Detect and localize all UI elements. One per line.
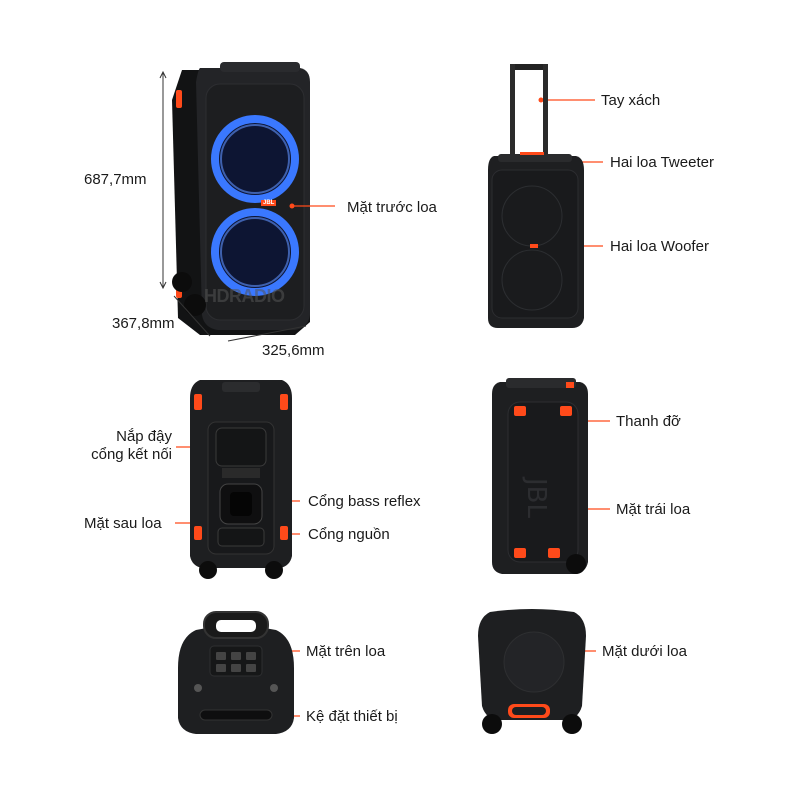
back-view-speaker [186, 376, 296, 586]
height-dimension: 687,7mm [84, 171, 147, 188]
bottom-callout: Mặt dưới loa [602, 643, 687, 660]
top-view-speaker [176, 608, 296, 736]
depth-dimension: 367,8mm [112, 315, 175, 332]
front-view-speaker: JBL HDRADIO [160, 60, 330, 350]
bottom-view-speaker [472, 606, 592, 738]
top-callout: Mặt trên loa [306, 643, 386, 660]
woofer-callout: Hai loa Woofer [610, 238, 709, 255]
hdradio-watermark: HDRADIO [204, 286, 285, 306]
power-callout: Cổng nguồn [308, 526, 390, 543]
side-view-speaker: JBL [488, 376, 592, 582]
front-callout: Mặt trước loa [347, 199, 437, 216]
tweeter-callout: Hai loa Tweeter [610, 154, 714, 171]
shelf-callout: Kệ đặt thiết bị [306, 708, 398, 725]
back-callout: Mặt sau loa [84, 515, 162, 532]
port-cover-line2: cổng kết nối [91, 446, 172, 463]
port-cover-line1: Nắp đậy [116, 428, 172, 445]
svg-text:JBL: JBL [521, 476, 551, 519]
bass-reflex-callout: Cổng bass reflex [308, 493, 421, 510]
handle-callout: Tay xách [601, 92, 661, 109]
bar-callout: Thanh đỡ [616, 413, 681, 430]
jbl-logo: JBL [261, 200, 277, 206]
left-side-callout: Mặt trái loa [616, 501, 691, 518]
width-dimension: 325,6mm [262, 342, 325, 359]
trolley-view-speaker [480, 60, 590, 335]
port-cover-callout: Nắp đậy cổng kết nối [60, 428, 172, 464]
